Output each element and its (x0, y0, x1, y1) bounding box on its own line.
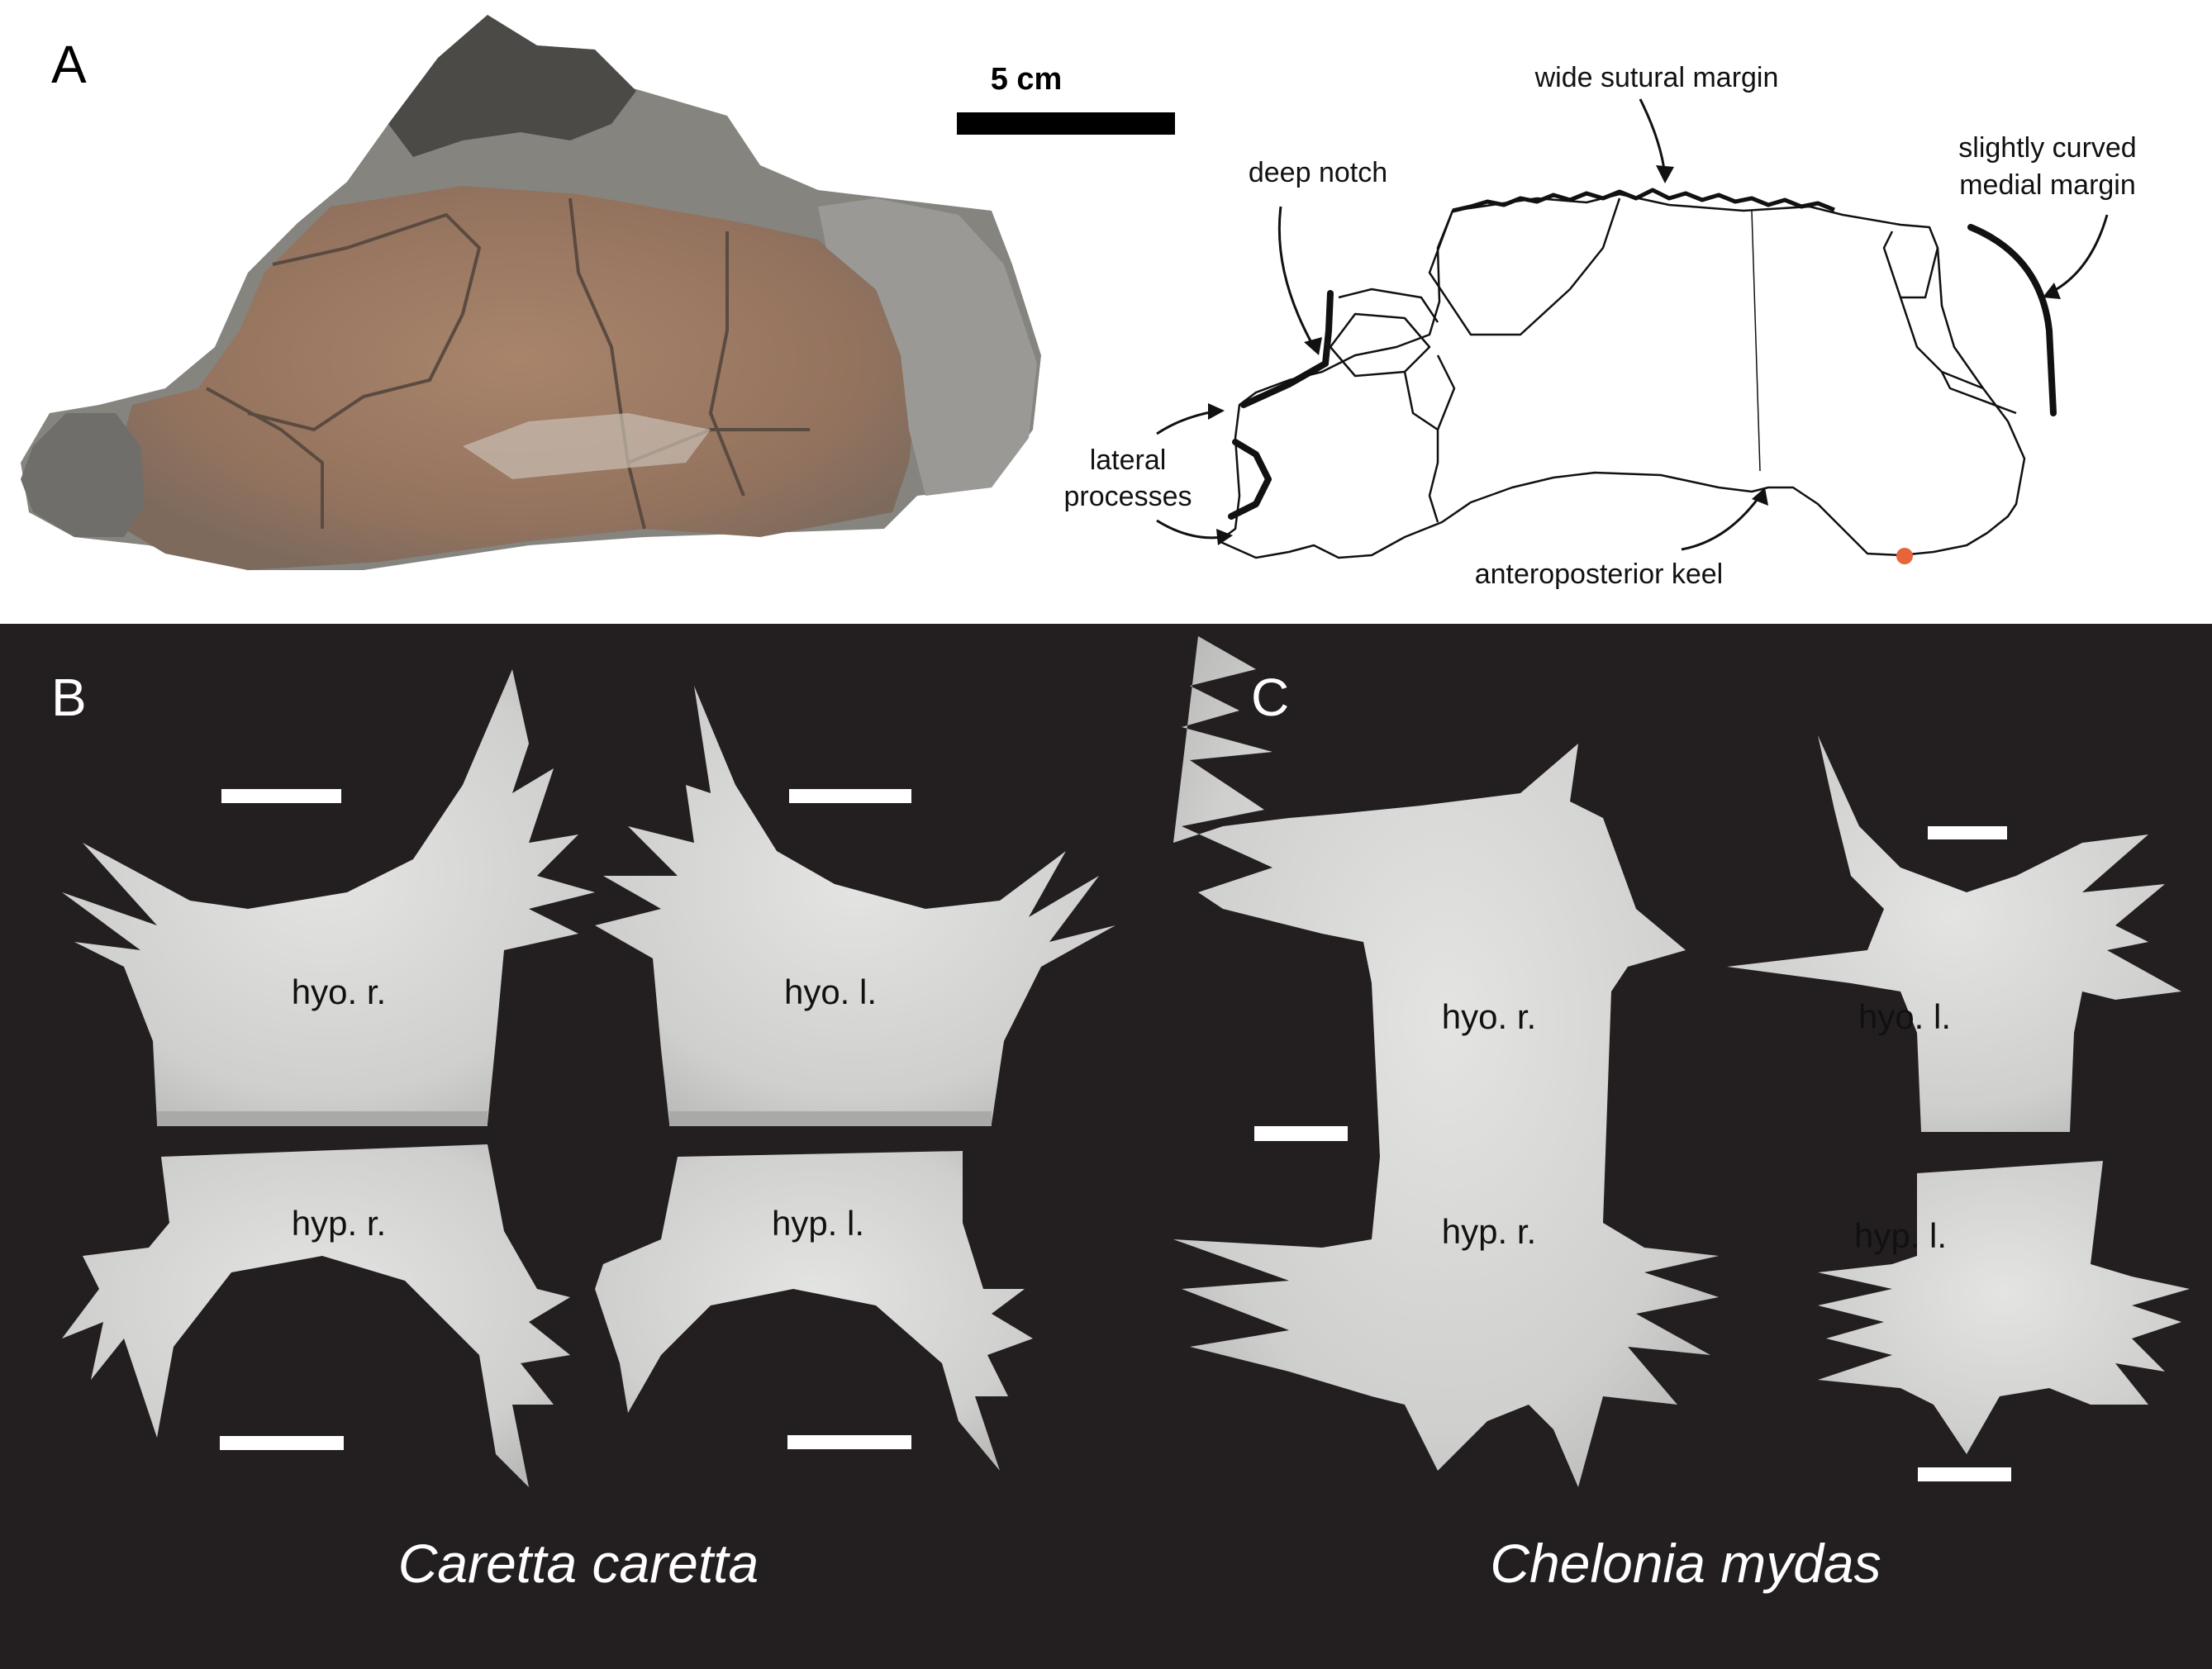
species-label-caretta: Caretta caretta (398, 1533, 759, 1594)
fossil-left-lobe (21, 413, 145, 537)
panel-letter-b: B (51, 668, 87, 727)
drawing-deep-notch (1240, 290, 1334, 408)
c-hyp-l-label: hyp. l. (1854, 1216, 1947, 1255)
b-hyo-r-sutural-edge (157, 1111, 488, 1126)
c-hyo-r-label: hyo. r. (1442, 997, 1536, 1036)
b-hyo-r-label: hyo. r. (292, 972, 386, 1011)
fossil-cracks (206, 197, 810, 530)
drawing-marker-dot (1896, 548, 1913, 564)
scale-bar-5cm: 5 cm (957, 62, 1175, 135)
scale-bar-b3 (220, 1436, 344, 1450)
b-hypoplastron-right (62, 1144, 570, 1487)
fossil-line-drawing (1217, 188, 2057, 559)
b-hyoplastron-right (62, 669, 595, 1126)
scale-bar-b4 (787, 1435, 911, 1449)
annotation-arrowheads (1208, 165, 2061, 545)
scale-bar-c1 (1254, 1126, 1348, 1141)
fossil-specimen-photo (21, 15, 1041, 570)
b-hyoplastron-left (595, 686, 1116, 1126)
drawing-wide-sutural-margin (1452, 188, 1835, 213)
label-lateral-processes-line1: lateral (1090, 445, 1167, 476)
fossil-right-block (818, 198, 1037, 496)
b-hyo-l-label: hyo. l. (784, 972, 877, 1011)
panel-letter-a: A (51, 35, 87, 94)
label-wide-sutural-margin: wide sutural margin (1534, 62, 1779, 93)
scale-bar-c3 (1918, 1467, 2011, 1481)
scale-bar-rect (957, 112, 1175, 135)
scale-bar-c2 (1928, 826, 2007, 839)
fossil-top-ridge (388, 15, 636, 157)
b-hyp-l-label: hyp. l. (772, 1204, 864, 1243)
label-slightly-curved-line2: medial margin (1959, 169, 2136, 201)
c-plastron-right (1173, 636, 1719, 1487)
c-hypoplastron-left (1818, 1161, 2190, 1481)
fossil-mineral-patch (463, 413, 711, 479)
label-anteroposterior-keel: anteroposterior keel (1475, 559, 1724, 590)
species-label-chelonia: Chelonia mydas (1490, 1533, 1881, 1594)
c-hyp-r-label: hyp. r. (1442, 1212, 1536, 1251)
b-hyo-l-sutural-edge (669, 1111, 992, 1126)
b-hyp-r-label: hyp. r. (292, 1204, 386, 1243)
scale-bar-label: 5 cm (991, 62, 1063, 97)
panel-letter-c: C (1251, 668, 1289, 727)
fossil-bone-surface (116, 186, 917, 570)
c-hyo-l-label: hyo. l. (1858, 997, 1951, 1036)
label-slightly-curved-line1: slightly curved (1958, 132, 2136, 164)
scale-bar-b1 (221, 789, 341, 803)
b-hypoplastron-left (595, 1151, 1033, 1471)
drawing-outline (1217, 193, 2026, 559)
label-deep-notch: deep notch (1249, 157, 1387, 188)
scale-bar-b2 (789, 789, 911, 803)
drawing-medial-margin (1967, 224, 2057, 416)
label-lateral-processes-line2: processes (1064, 481, 1192, 512)
c-hyoplastron-left (1727, 735, 2181, 1132)
drawing-lateral-processes (1228, 439, 1272, 520)
